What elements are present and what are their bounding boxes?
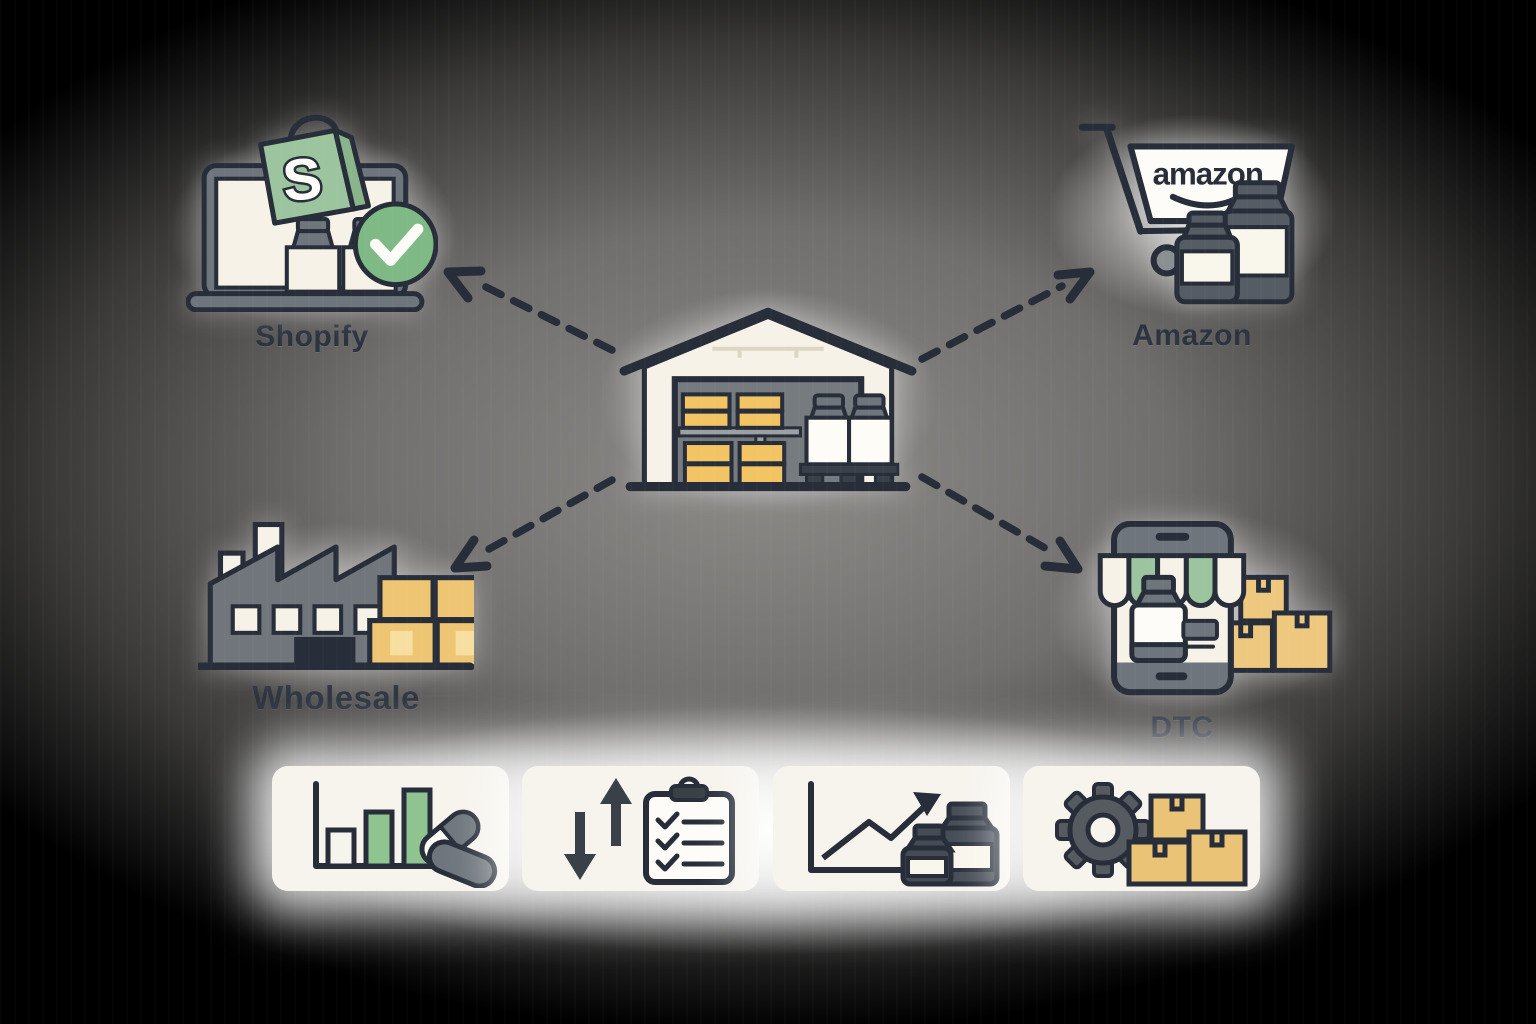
feature-card-operations xyxy=(1022,766,1260,891)
cart-glyph xyxy=(1181,618,1219,649)
shopify-bag-letter: S xyxy=(280,146,325,214)
feature-card-growth xyxy=(772,766,1010,891)
amazon-label: Amazon xyxy=(1132,319,1252,352)
shopify-node: S Shopify xyxy=(186,110,438,354)
arrow-to-amazon xyxy=(918,267,1095,363)
mobile-storefront-icon xyxy=(1097,520,1333,696)
sort-arrows-checklist-icon xyxy=(564,776,736,885)
amazon-cart-icon: amazon xyxy=(1078,123,1295,305)
amazon-node: amazon Amazon xyxy=(1076,118,1308,353)
warehouse-icon xyxy=(619,307,917,492)
dtc-label: DTC xyxy=(1150,711,1214,744)
dtc-node: DTC xyxy=(1092,518,1340,745)
gear-icon xyxy=(1054,781,1151,878)
check-circle-icon xyxy=(352,201,438,288)
feature-card-checklist xyxy=(522,766,760,891)
feature-card-analytics xyxy=(272,766,509,891)
supplement-bottles-icon xyxy=(1174,180,1295,305)
arrow-to-shopify xyxy=(443,266,616,354)
carton-boxes xyxy=(1126,793,1248,886)
growth-chart-bottles-icon xyxy=(807,780,1000,886)
wholesale-node: Wholesale xyxy=(198,516,474,717)
shopify-laptop-icon: S xyxy=(186,114,438,312)
warehouse-pallet-bottles xyxy=(798,393,900,487)
bar-chart-pills-icon xyxy=(313,780,498,888)
feature-cards-row xyxy=(272,766,1260,891)
arrow-to-wholesale xyxy=(450,476,616,573)
factory-boxes-icon xyxy=(198,521,474,670)
warehouse-node xyxy=(616,306,920,501)
arrow-to-dtc xyxy=(918,473,1083,574)
shopify-bag-icon: S xyxy=(258,114,371,226)
gear-boxes-icon xyxy=(1054,781,1248,886)
wholesale-label: Wholesale xyxy=(252,679,420,716)
shopify-label: Shopify xyxy=(255,320,369,353)
